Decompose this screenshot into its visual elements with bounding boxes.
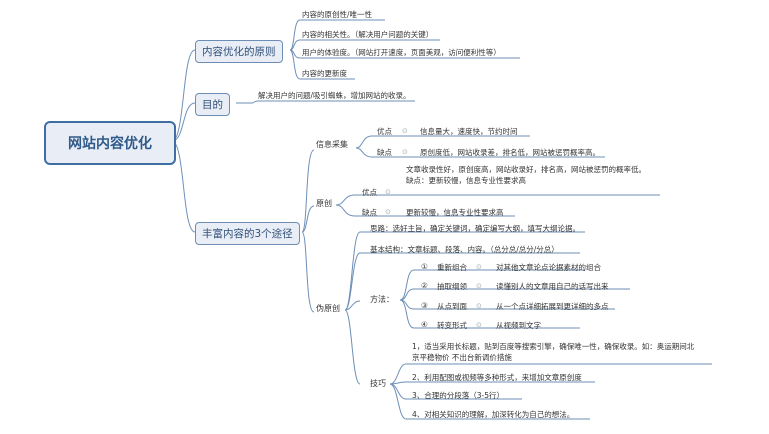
circle-icon: ⊙ [402,148,408,156]
pseudo-idea[interactable]: 思路：选好主旨，确定关键词，确定编写大纲，填写大纲论据。 [370,224,580,233]
original-pro-label[interactable]: 优点 [362,188,377,197]
tip-1-line2[interactable]: 京平稳物价 不出台新调价措施 [412,353,512,362]
branch-content-principles[interactable]: 内容优化的原则 [195,40,283,63]
original-con-label[interactable]: 缺点 [362,208,377,217]
method-number: ③ [421,301,428,310]
purpose-text[interactable]: 解决用户的问题/吸引蜘蛛，增加网站的收录。 [258,91,411,100]
tip-3[interactable]: 3、合理的分段落（3-5行） [412,391,505,400]
original-node[interactable]: 原创 [316,199,332,208]
tip-2[interactable]: 2、利用配图或视频等多种形式，来增加文章原创度 [412,373,582,382]
pseudo-structure[interactable]: 基本结构：文章标题、段落、内容。（总分总/总分/分总） [370,245,559,254]
branch-enrich-content[interactable]: 丰富内容的3个途径 [195,222,300,245]
method-number: ④ [421,320,428,329]
collect-con-text[interactable]: 原创度低，网站收录差，排名低，网站被惩罚概率高。 [420,148,600,157]
circle-icon: ⊙ [385,208,391,216]
method-change-form[interactable]: 转变形式 [437,321,467,330]
branch-purpose[interactable]: 目的 [195,93,230,116]
circle-icon: ⊙ [476,302,482,310]
method-number: ① [421,262,428,271]
method-extract-outline[interactable]: 抽取纲领 [437,282,467,291]
principle-originality[interactable]: 内容的原创性/唯一性 [302,10,373,19]
original-note-line2[interactable]: 缺点：更新较慢，信息专业性要求高 [406,176,526,185]
root-node[interactable]: 网站内容优化 [44,121,176,165]
circle-icon: ⊙ [476,282,482,290]
original-con-text[interactable]: 更新较慢，信息专业性要求高 [406,208,504,217]
principle-update-frequency[interactable]: 内容的更新度 [302,69,347,78]
method-point-to-area[interactable]: 从点到面 [437,302,467,311]
method-recombine-desc[interactable]: 对其他文章论点论据素材的组合 [496,263,601,272]
method-number: ② [421,281,428,290]
collect-pro-text[interactable]: 信息量大，速度快，节约时间 [420,127,518,136]
circle-icon: ⊙ [402,127,408,135]
collect-pro-label[interactable]: 优点 [377,127,392,136]
method-point-to-area-desc[interactable]: 从一个点详细拓展到更详细的多点 [496,302,609,311]
original-note-line1[interactable]: 文章收录性好，原创度高，网站收录好，排名高，网站被惩罚的概率低。 [406,165,646,174]
principle-user-experience[interactable]: 用户的体验度。（网站打开速度，页面美观，访问便利性等） [302,48,501,57]
method-recombine[interactable]: 重新组合 [437,263,467,272]
pseudo-original-node[interactable]: 伪原创 [316,304,340,313]
circle-icon: ⊙ [385,188,391,196]
circle-icon: ⊙ [476,263,482,271]
collect-con-label[interactable]: 缺点 [377,148,392,157]
tip-1-line1[interactable]: 1，适当采用长标题，贴到百度等搜索引擎，确保唯一性，确保收录。如：奥运期间北 [412,342,695,351]
method-change-form-desc[interactable]: 从视频到文字 [496,321,541,330]
circle-icon: ⊙ [476,321,482,329]
tip-4[interactable]: 4、对相关知识的理解，加深转化为自己的想法。 [412,410,575,419]
tips-node[interactable]: 技巧 [370,379,386,388]
collect-node[interactable]: 信息采集 [316,140,348,149]
method-extract-outline-desc[interactable]: 读懂别人的文章用自己的话写出来 [496,282,609,291]
principle-relevance[interactable]: 内容的相关性。（解决用户问题的关键） [302,30,434,39]
method-node[interactable]: 方法： [370,295,394,304]
